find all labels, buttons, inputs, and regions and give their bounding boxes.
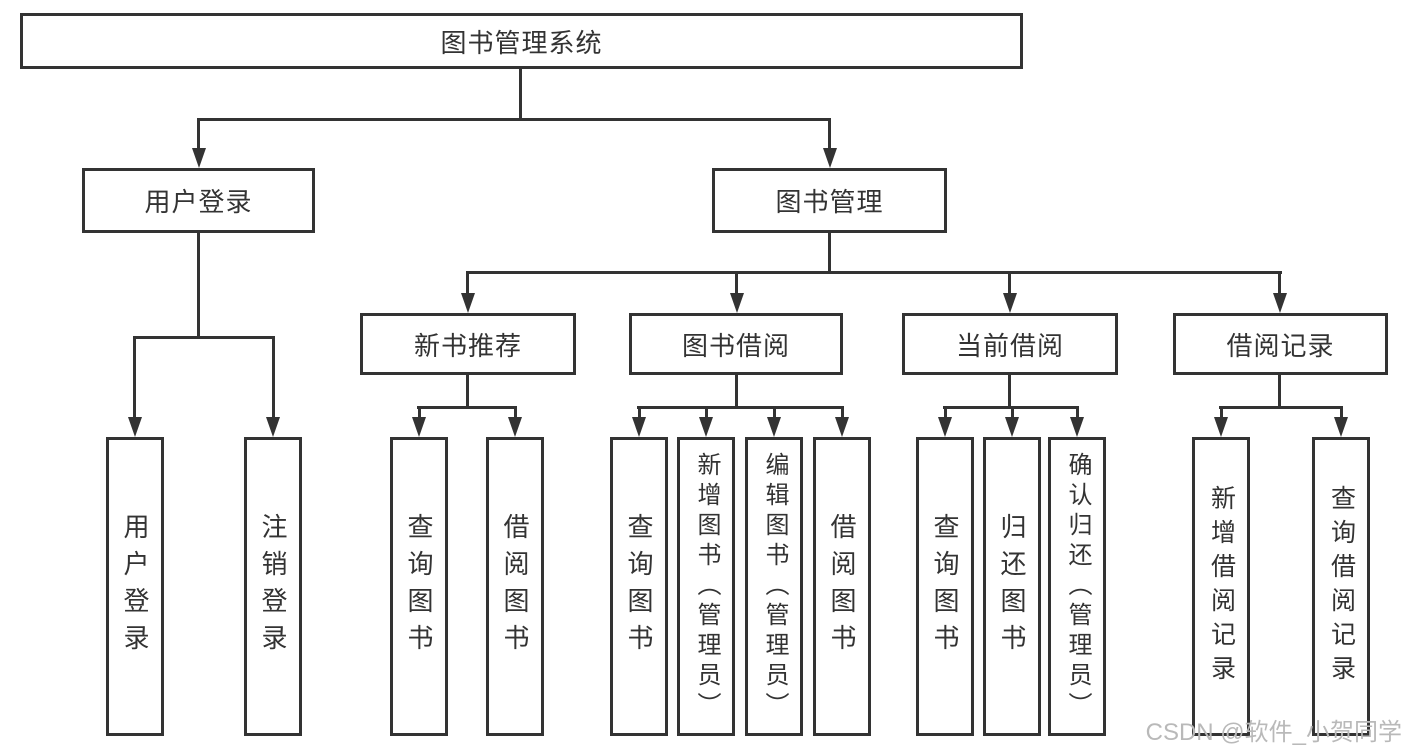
- arrow-down: [1334, 417, 1348, 437]
- connector-line: [197, 118, 831, 121]
- arrow-down: [938, 417, 952, 437]
- node-current-borrowing-label: 当前借阅: [955, 330, 1064, 361]
- arrow-down: [632, 417, 646, 437]
- connector-line: [1008, 374, 1011, 408]
- node-borrowing-records-label: 借阅记录: [1226, 330, 1335, 361]
- arrow-down: [1070, 417, 1084, 437]
- connector-line: [133, 336, 136, 419]
- arrow-down: [835, 417, 849, 437]
- connector-line: [519, 68, 522, 120]
- leaf-edit-book-admin: 编辑图书（管理员）: [745, 437, 803, 736]
- connector-line: [466, 271, 1282, 274]
- csdn-watermark: CSDN @软件_小贺同学: [1145, 719, 1402, 746]
- node-book-borrowing-label: 图书借阅: [681, 330, 790, 361]
- connector-line: [1219, 406, 1342, 409]
- leaf-borrow-books-recommend-label: 借阅图书: [500, 512, 530, 661]
- leaf-logout-label: 注销登录: [258, 512, 288, 661]
- leaf-query-books-borrowing-label: 查询图书: [624, 512, 654, 661]
- leaf-query-books-current-label: 查询图书: [930, 512, 960, 661]
- node-user-login: 用户登录: [82, 168, 315, 233]
- arrow-down: [1003, 293, 1017, 313]
- leaf-query-books-recommend-label: 查询图书: [404, 512, 434, 661]
- connector-line: [735, 271, 738, 295]
- leaf-add-borrow-record-label: 新增借阅记录: [1207, 484, 1236, 689]
- connector-line: [841, 406, 844, 419]
- node-borrowing-records: 借阅记录: [1173, 313, 1388, 375]
- arrow-down: [699, 417, 713, 437]
- leaf-confirm-return-admin: 确认归还（管理员）: [1048, 437, 1106, 736]
- connector-line: [1008, 271, 1011, 295]
- arrow-down: [1273, 293, 1287, 313]
- connector-line: [773, 406, 776, 419]
- connector-line: [418, 406, 421, 419]
- connector-line: [828, 118, 831, 150]
- arrow-down: [508, 417, 522, 437]
- connector-line: [1278, 374, 1281, 408]
- node-book-borrowing: 图书借阅: [629, 313, 843, 375]
- arrow-down: [128, 417, 142, 437]
- connector-line: [1278, 271, 1281, 295]
- leaf-return-book-label: 归还图书: [997, 512, 1027, 661]
- leaf-query-borrow-record: 查询借阅记录: [1312, 437, 1370, 736]
- connector-line: [1220, 406, 1223, 419]
- arrow-down: [1214, 417, 1228, 437]
- connector-line: [637, 406, 844, 409]
- arrow-down: [461, 293, 475, 313]
- leaf-user-login-label: 用户登录: [120, 512, 150, 661]
- leaf-query-books-current: 查询图书: [916, 437, 974, 736]
- connector-line: [514, 406, 517, 419]
- connector-line: [944, 406, 947, 419]
- node-book-management: 图书管理: [712, 168, 947, 233]
- leaf-logout: 注销登录: [244, 437, 302, 736]
- connector-line: [828, 233, 831, 273]
- connector-line: [197, 118, 200, 150]
- leaf-user-login: 用户登录: [106, 437, 164, 736]
- leaf-edit-book-admin-label: 编辑图书（管理员）: [761, 451, 788, 722]
- arrow-down: [823, 148, 837, 168]
- connector-line: [466, 271, 469, 295]
- connector-line: [1011, 406, 1014, 419]
- leaf-add-book-admin: 新增图书（管理员）: [677, 437, 735, 736]
- node-new-book-recommend: 新书推荐: [360, 313, 576, 375]
- connector-line: [638, 406, 641, 419]
- node-root: 图书管理系统: [20, 13, 1023, 69]
- arrow-down: [266, 417, 280, 437]
- leaf-add-book-admin-label: 新增图书（管理员）: [693, 451, 720, 722]
- node-root-label: 图书管理系统: [440, 27, 603, 58]
- connector-line: [417, 406, 517, 409]
- node-user-login-label: 用户登录: [144, 187, 253, 217]
- leaf-add-borrow-record: 新增借阅记录: [1192, 437, 1250, 736]
- connector-line: [197, 233, 200, 338]
- arrow-down: [192, 148, 206, 168]
- leaf-borrow-books-borrowing: 借阅图书: [813, 437, 871, 736]
- leaf-query-books-recommend: 查询图书: [390, 437, 448, 736]
- leaf-borrow-books-recommend: 借阅图书: [486, 437, 544, 736]
- arrow-down: [412, 417, 426, 437]
- connector-line: [1076, 406, 1079, 419]
- connector-line: [272, 336, 275, 419]
- arrow-down: [1005, 417, 1019, 437]
- leaf-borrow-books-borrowing-label: 借阅图书: [827, 512, 857, 661]
- arrow-down: [767, 417, 781, 437]
- connector-line: [705, 406, 708, 419]
- connector-line: [133, 336, 275, 339]
- leaf-confirm-return-admin-label: 确认归还（管理员）: [1064, 451, 1091, 722]
- leaf-return-book: 归还图书: [983, 437, 1041, 736]
- node-current-borrowing: 当前借阅: [902, 313, 1118, 375]
- connector-line: [735, 374, 738, 408]
- node-new-book-recommend-label: 新书推荐: [413, 330, 522, 361]
- connector-line: [1340, 406, 1343, 419]
- leaf-query-books-borrowing: 查询图书: [610, 437, 668, 736]
- connector-line: [466, 374, 469, 408]
- leaf-query-borrow-record-label: 查询借阅记录: [1327, 484, 1356, 689]
- node-book-management-label: 图书管理: [775, 187, 884, 217]
- arrow-down: [730, 293, 744, 313]
